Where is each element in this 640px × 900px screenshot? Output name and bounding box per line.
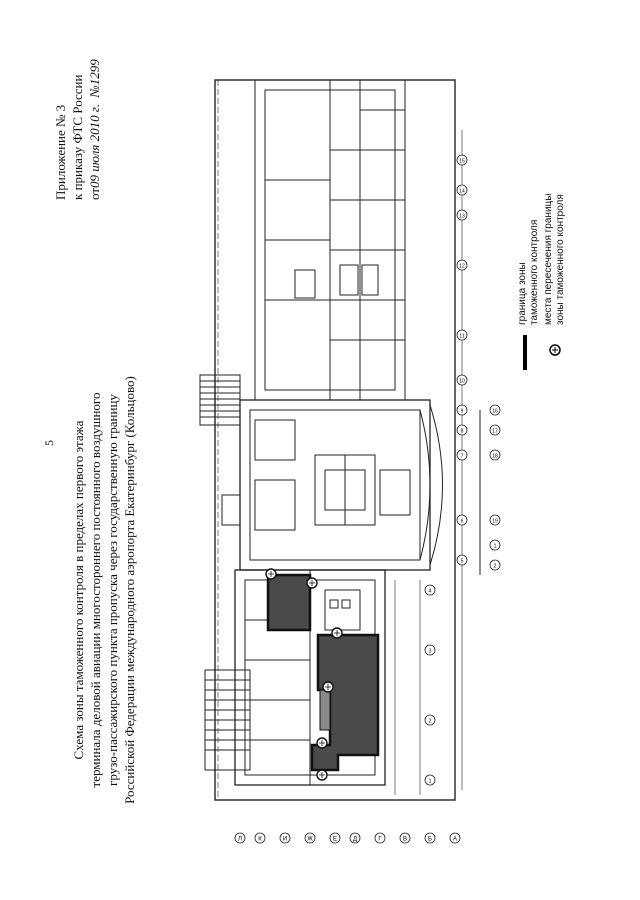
axis-label: 14: [459, 189, 465, 195]
axis-label: Е: [333, 837, 337, 843]
axis-label: 13: [459, 214, 465, 220]
axis-label: Ж: [307, 837, 313, 843]
crossing-marker: [265, 568, 277, 580]
axis-label: 1: [429, 779, 432, 785]
axis-label: Л: [238, 837, 242, 843]
axis-label: 17: [492, 429, 498, 435]
axis-label: 6: [461, 519, 464, 525]
legend-text-line: граница зоны: [517, 262, 528, 325]
crossing-marker: [316, 737, 328, 749]
crossing-point-icon: [549, 344, 561, 356]
axis-label: 2: [429, 719, 432, 725]
axis-label: 7: [461, 454, 464, 460]
legend-text-line: места пересечения границы: [543, 193, 554, 325]
axis-label: 5: [461, 559, 464, 565]
axis-label: A: [453, 837, 457, 843]
axis-label: 4: [429, 589, 432, 595]
axis-label: 11: [459, 334, 464, 340]
axis-label: 12: [459, 264, 465, 270]
legend: граница зоны таможенного контроля места …: [505, 194, 605, 400]
axis-label: 19: [492, 519, 498, 525]
axis-label: 16: [492, 409, 498, 415]
axis-label: 9: [461, 409, 464, 415]
legend-text-line: зоны таможенного контроля: [555, 194, 566, 325]
axis-markers-left: [234, 832, 461, 844]
axis-label: Д: [353, 837, 357, 843]
customs-zone-north: [266, 573, 312, 632]
axis-label: 15: [459, 159, 465, 165]
axis-label: 8: [461, 429, 464, 435]
axis-label: В: [403, 837, 407, 843]
axis-label: Б: [428, 837, 432, 843]
axis-label: И: [283, 837, 287, 843]
crossing-marker: [306, 577, 318, 589]
legend-crossing-label: места пересечения границы зоны таможенно…: [543, 194, 567, 325]
axis-label: 18: [492, 454, 498, 460]
axis-label: К: [258, 837, 262, 843]
axis-label: 10: [459, 379, 465, 385]
axis-label: Г: [378, 837, 382, 843]
customs-zone-areas: [266, 573, 380, 772]
crossing-marker: [316, 769, 328, 781]
axis-label: 1: [494, 544, 497, 550]
axis-label: 2: [494, 564, 497, 570]
crossing-marker: [331, 627, 343, 639]
axis-markers-right: [424, 154, 501, 786]
crossing-marker: [322, 681, 334, 693]
legend-boundary-label: граница зоны таможенного контроля: [517, 220, 541, 325]
legend-text-line: таможенного контроля: [529, 219, 540, 325]
boundary-crossings: [265, 568, 343, 781]
axis-label: 3: [429, 649, 432, 655]
